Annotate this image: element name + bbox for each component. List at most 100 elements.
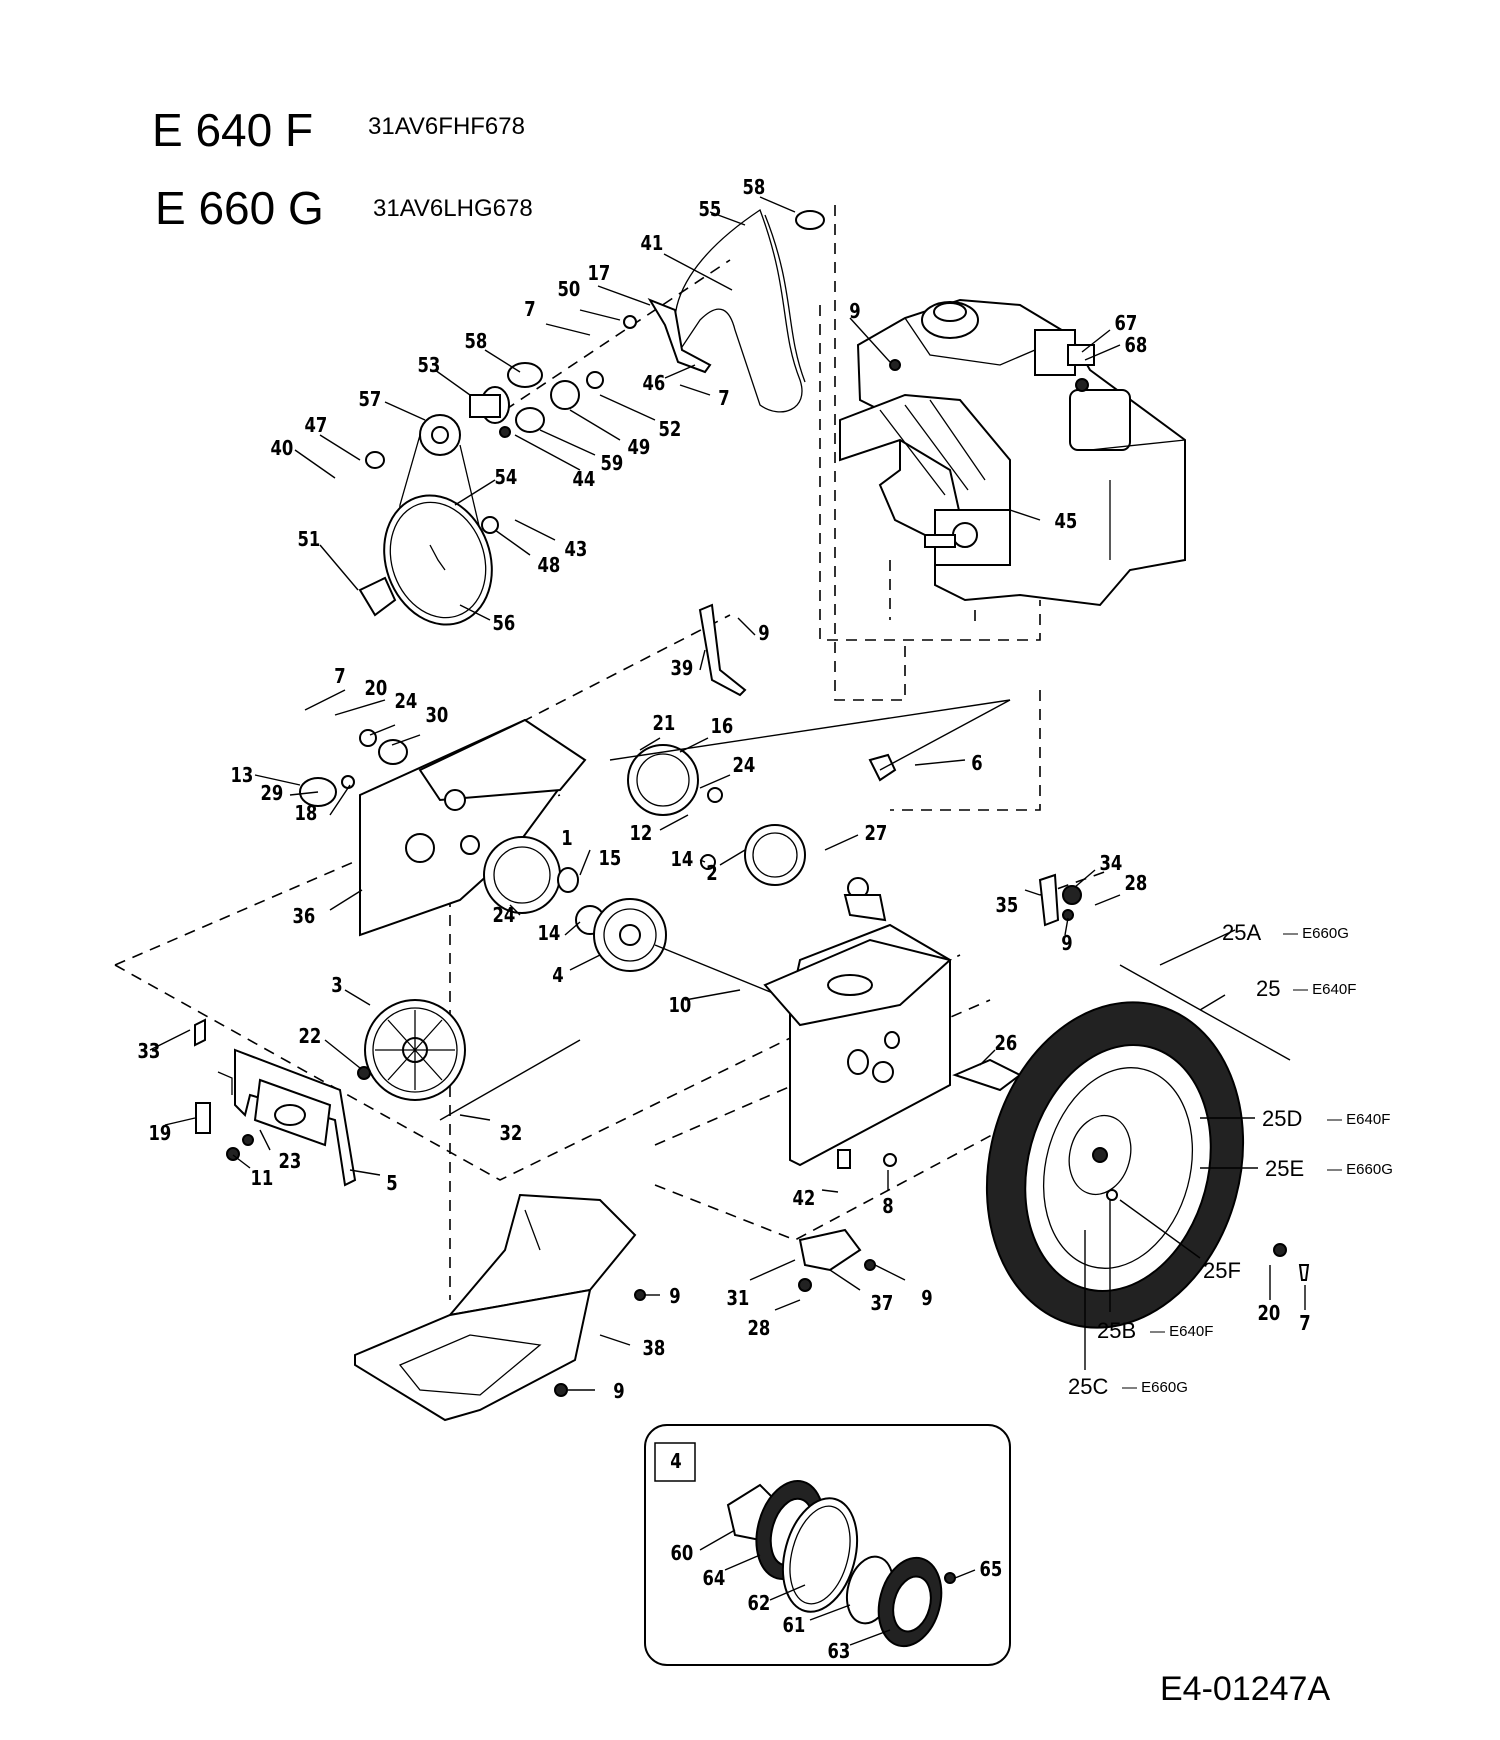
- callout: 36: [293, 906, 316, 929]
- frame-right: [763, 873, 1082, 1169]
- variant-id-25A: 25A: [1222, 920, 1261, 945]
- document-id: E4-01247A: [1160, 1670, 1330, 1708]
- variant-model-25: E640F: [1312, 981, 1356, 998]
- callout: 13: [231, 765, 254, 788]
- callout: 7: [334, 666, 345, 689]
- inset-callout: 64: [703, 1568, 726, 1591]
- wheel-variant-labels: 25A — E660G 25 — E640F 25D — E640F 25E —…: [1068, 920, 1393, 1399]
- callout: 6: [971, 753, 982, 776]
- callout: 2: [706, 863, 717, 886]
- callout: 39: [671, 658, 694, 681]
- callout: 56: [493, 613, 516, 636]
- callout: 29: [261, 783, 284, 806]
- callout: 24: [395, 691, 418, 714]
- callout: 8: [882, 1196, 893, 1219]
- callout: 4: [552, 965, 563, 988]
- inset-detail-4: 4 60 64 62 61 63 65: [644, 1424, 1011, 1666]
- callout: 38: [643, 1338, 666, 1361]
- callout: 19: [149, 1123, 172, 1146]
- callout: 40: [271, 438, 294, 461]
- callout: 35: [996, 895, 1019, 918]
- callout: 54: [495, 467, 518, 490]
- callout: 32: [500, 1123, 523, 1146]
- variant-id-25D: 25D: [1262, 1106, 1302, 1131]
- callout: 41: [641, 233, 664, 256]
- svg-text:— E640F: — E640F: [1293, 981, 1356, 998]
- callout: 31: [727, 1288, 750, 1311]
- model-code-1: 31AV6FHF678: [368, 113, 525, 140]
- callout: 12: [630, 823, 653, 846]
- variant-id-25C: 25C: [1068, 1374, 1108, 1399]
- callout: 55: [699, 199, 722, 222]
- leader-lines: [149, 196, 1306, 1391]
- callout: 18: [295, 803, 318, 826]
- callout: 22: [299, 1026, 322, 1049]
- callout: 30: [426, 705, 449, 728]
- callout: 46: [643, 373, 666, 396]
- svg-text:— E640F: — E640F: [1150, 1323, 1213, 1340]
- callout: 9: [921, 1288, 932, 1311]
- callout: 58: [743, 177, 766, 200]
- svg-text:— E640F: — E640F: [1327, 1111, 1390, 1128]
- callout: 34: [1100, 853, 1123, 876]
- callout: 37: [871, 1293, 894, 1316]
- callout: 24: [493, 905, 516, 928]
- callout: 7: [524, 299, 535, 322]
- variant-model-25C: E660G: [1141, 1379, 1188, 1396]
- inset-callout: 62: [748, 1593, 771, 1616]
- variant-model-25A: E660G: [1302, 925, 1349, 942]
- variant-model-25E: E660G: [1346, 1161, 1393, 1178]
- shroud-and-skid: [354, 1193, 876, 1422]
- callout: 7: [1299, 1313, 1310, 1336]
- inset-callout: 63: [828, 1641, 851, 1664]
- callout: 43: [565, 539, 588, 562]
- callout: 68: [1125, 335, 1148, 358]
- callout: 57: [359, 389, 382, 412]
- svg-text:— E660G: — E660G: [1122, 1379, 1188, 1396]
- callout: 45: [1055, 511, 1078, 534]
- callout: 9: [758, 623, 769, 646]
- variant-id-25E: 25E: [1265, 1156, 1304, 1181]
- callout: 1: [561, 828, 572, 851]
- callout: 26: [995, 1033, 1018, 1056]
- callout: 9: [613, 1381, 624, 1404]
- variant-id-25F: 25F: [1203, 1258, 1241, 1283]
- callout: 7: [718, 388, 729, 411]
- callout: 42: [793, 1188, 816, 1211]
- callout: 17: [588, 263, 611, 286]
- variant-model-25D: E640F: [1346, 1111, 1390, 1128]
- callout: 15: [599, 848, 622, 871]
- gears-and-shafts: [483, 699, 1011, 1001]
- callout: 51: [298, 529, 321, 552]
- inset-callout: 61: [783, 1615, 806, 1638]
- svg-text:— E660G: — E660G: [1327, 1161, 1393, 1178]
- callout: 58: [465, 331, 488, 354]
- svg-text:— E660G: — E660G: [1283, 925, 1349, 942]
- callout: 21: [653, 713, 676, 736]
- callout: 20: [365, 678, 388, 701]
- belt-assembly: [358, 209, 825, 626]
- callout: 27: [865, 823, 888, 846]
- callout: 59: [601, 453, 624, 476]
- callout: 52: [659, 419, 682, 442]
- callout: 49: [628, 437, 651, 460]
- variant-id-25: 25: [1256, 976, 1280, 1001]
- callout: 10: [669, 995, 692, 1018]
- callout-labels: 58 55 41 17 50 7 9 67 68 58 46 7 53 57 5…: [138, 177, 1311, 1404]
- callout: 9: [669, 1286, 680, 1309]
- callout: 14: [671, 849, 694, 872]
- callout: 53: [418, 355, 441, 378]
- callout: 28: [748, 1318, 771, 1341]
- lower-left-assembly: [194, 999, 581, 1187]
- callout: 9: [849, 301, 860, 324]
- callout: 24: [733, 755, 756, 778]
- callout: 23: [279, 1151, 302, 1174]
- callout: 47: [305, 415, 328, 438]
- inset-callout: 65: [980, 1559, 1003, 1582]
- callout: 5: [386, 1173, 397, 1196]
- callout: 44: [573, 469, 596, 492]
- inset-callout: 60: [671, 1543, 694, 1566]
- callout: 28: [1125, 873, 1148, 896]
- callout: 50: [558, 279, 581, 302]
- callout: 67: [1115, 313, 1138, 336]
